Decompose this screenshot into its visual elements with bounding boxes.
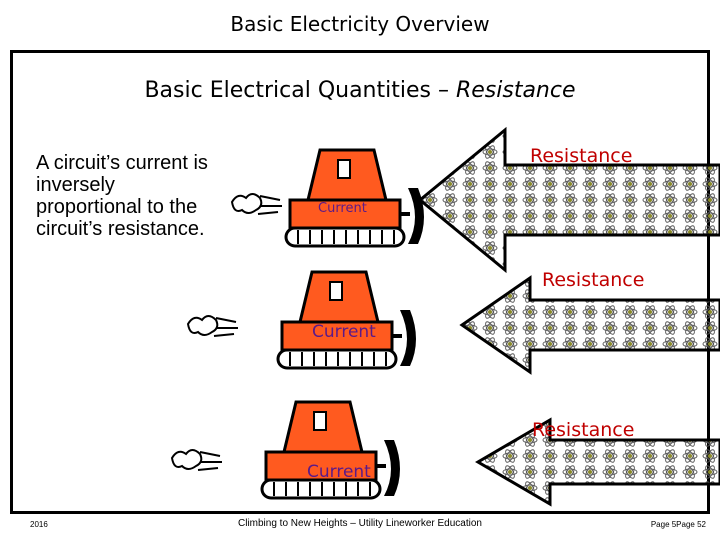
slide-title-emphasis: Resistance — [455, 78, 576, 103]
exhaust-icon — [171, 449, 223, 471]
arrow-icon — [459, 275, 720, 375]
current-label: Current — [318, 201, 367, 216]
bulldozer-icon — [260, 400, 402, 500]
footer-year: 2016 — [30, 520, 48, 529]
resistance-row-1: Resistance Current — [231, 126, 720, 274]
page-header: Basic Electricity Overview — [230, 12, 490, 36]
exhaust-icon — [187, 315, 239, 337]
arrow-icon — [417, 126, 720, 274]
resistance-label: Resistance — [530, 145, 632, 167]
footer-course-title: Climbing to New Heights – Utility Linewo… — [238, 518, 482, 529]
slide-title-main: Basic Electrical Quantities – — [144, 78, 456, 103]
exhaust-icon — [231, 193, 283, 215]
resistance-label: Resistance — [532, 419, 634, 441]
footer-page-number: Page 5Page 52 — [650, 520, 706, 529]
slide-title: Basic Electrical Quantities – Resistance — [0, 78, 720, 103]
body-text: A circuit’s current is inversely proport… — [36, 152, 208, 240]
bulldozer-icon — [284, 148, 426, 248]
resistance-row-2: Resistance Current — [187, 269, 720, 375]
resistance-row-3: Resistance Current — [171, 400, 720, 507]
arrow-icon — [475, 417, 720, 507]
current-label: Current — [307, 462, 371, 482]
current-label: Current — [312, 322, 376, 342]
bulldozer-icon — [276, 270, 418, 370]
resistance-label: Resistance — [542, 269, 644, 291]
